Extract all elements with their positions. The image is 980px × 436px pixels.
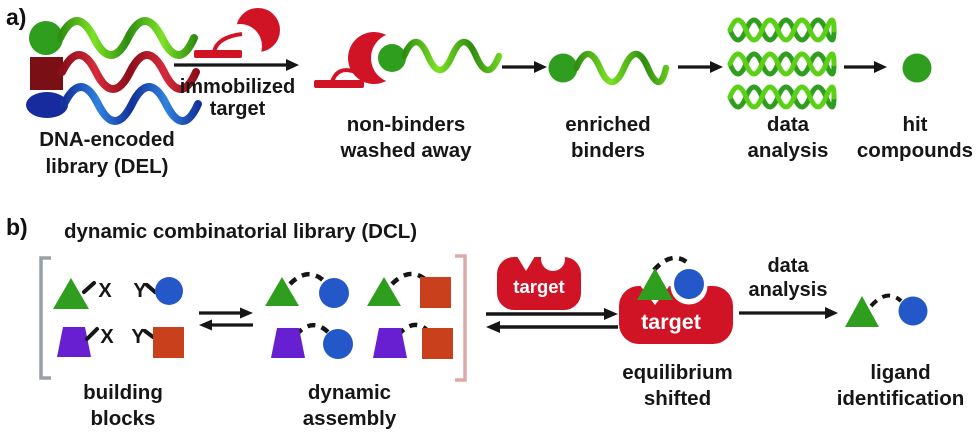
dna-helix-icon bbox=[727, 51, 837, 77]
ligand-label: ligand identification bbox=[836, 361, 965, 410]
dashed-linker bbox=[294, 323, 330, 337]
dashed-linker bbox=[869, 293, 903, 308]
bound-complex-icon bbox=[314, 32, 503, 88]
analysis-label-a: data analysis bbox=[747, 113, 829, 162]
enriched-binder-icon bbox=[548, 50, 670, 86]
arrow-selection bbox=[174, 59, 299, 71]
del-library-icon bbox=[26, 17, 202, 125]
circle-notch bbox=[541, 247, 565, 271]
panel-b-title: dynamic combinatorial library (DCL) bbox=[64, 220, 418, 243]
arrow-elution bbox=[502, 61, 547, 73]
dashed-linker bbox=[652, 255, 690, 272]
orange-square-icon bbox=[420, 277, 451, 308]
green-triangle-icon bbox=[265, 277, 299, 306]
orange-square-icon bbox=[422, 328, 453, 359]
dynamic-assembly-icon bbox=[265, 271, 453, 359]
support-bar-icon bbox=[314, 80, 364, 88]
enriched-label: enriched binders bbox=[565, 113, 651, 162]
target-body bbox=[619, 286, 733, 344]
arrow-hits bbox=[844, 61, 887, 73]
hit-compound-icon bbox=[902, 53, 932, 83]
green-circle-icon bbox=[378, 44, 406, 72]
triangle-notch bbox=[515, 253, 537, 271]
immobilized-target-icon bbox=[194, 8, 280, 68]
del-library-label-line2: library (DEL) bbox=[45, 155, 169, 178]
dynamic-assembly-label: dynamic assembly bbox=[302, 381, 397, 430]
support-bar-icon bbox=[194, 50, 242, 58]
y-group-label: Y bbox=[131, 326, 145, 348]
target-text: target bbox=[641, 310, 701, 334]
del-library-label: DNA-encoded library (DEL) bbox=[12, 126, 202, 180]
arrow-identification bbox=[739, 307, 838, 319]
green-triangle-icon bbox=[637, 268, 673, 300]
target-body bbox=[497, 257, 581, 310]
left-bracket-icon bbox=[39, 256, 51, 380]
green-triangle-icon bbox=[367, 277, 401, 306]
blue-circle-icon bbox=[898, 296, 928, 326]
support-stem bbox=[330, 68, 357, 83]
equilibrium-shifted-label: equilibrium shifted bbox=[622, 361, 733, 410]
green-triangle-icon bbox=[53, 278, 89, 309]
dashed-linker bbox=[288, 272, 326, 286]
orange-square-icon bbox=[153, 327, 184, 358]
shifted-complex-icon: target bbox=[619, 255, 733, 344]
dna-helix-icon bbox=[727, 84, 837, 110]
analysis-label-b: data analysis bbox=[748, 255, 828, 301]
green-circle-icon bbox=[548, 53, 578, 83]
purple-trapezoid-icon bbox=[57, 327, 91, 357]
arrow-sequencing bbox=[678, 61, 723, 73]
ligand-icon bbox=[845, 293, 928, 327]
blue-circle-icon bbox=[155, 277, 183, 305]
building-blocks-label: building blocks bbox=[83, 381, 163, 430]
maroon-square-icon bbox=[30, 57, 63, 90]
dna-strand-green-icon bbox=[400, 38, 503, 74]
y-group-label: Y bbox=[133, 280, 147, 302]
immobilized-target-label: immobilized target bbox=[179, 76, 296, 120]
building-blocks-icon: X Y X Y bbox=[53, 277, 184, 358]
blue-circle-icon bbox=[323, 329, 353, 359]
washed-label: non-binders washed away bbox=[340, 113, 472, 162]
support-stem bbox=[212, 32, 243, 53]
navy-ellipse-icon bbox=[26, 92, 68, 118]
purple-trapezoid-icon bbox=[271, 328, 305, 358]
blue-circle-icon bbox=[319, 278, 349, 308]
green-circle-icon bbox=[29, 21, 63, 55]
dna-helix-stack-icon bbox=[727, 17, 837, 110]
blue-circle-icon bbox=[674, 269, 704, 299]
x-group-label: X bbox=[98, 280, 112, 302]
dna-helix-icon bbox=[727, 17, 837, 43]
target-text: target bbox=[513, 276, 564, 297]
right-bracket-icon bbox=[455, 254, 467, 382]
dna-strand-green-icon bbox=[572, 50, 670, 86]
equilibrium-arrows-icon bbox=[486, 308, 618, 333]
panel-a-tag: a) bbox=[6, 4, 27, 30]
panel-b-tag: b) bbox=[6, 214, 28, 240]
del-library-label-line1: DNA-encoded bbox=[39, 128, 175, 151]
purple-trapezoid-icon bbox=[373, 328, 407, 358]
equilibrium-arrows-icon bbox=[199, 307, 253, 331]
green-triangle-icon bbox=[845, 296, 879, 327]
x-group-label: X bbox=[100, 326, 114, 348]
green-circle-icon bbox=[902, 53, 932, 83]
dna-strand-blue-icon bbox=[60, 83, 202, 125]
dna-strand-red-icon bbox=[58, 51, 200, 93]
dcl-target-icon: target bbox=[497, 247, 581, 310]
dna-strand-green-icon bbox=[56, 17, 198, 59]
hits-label: hit compounds bbox=[856, 113, 974, 162]
